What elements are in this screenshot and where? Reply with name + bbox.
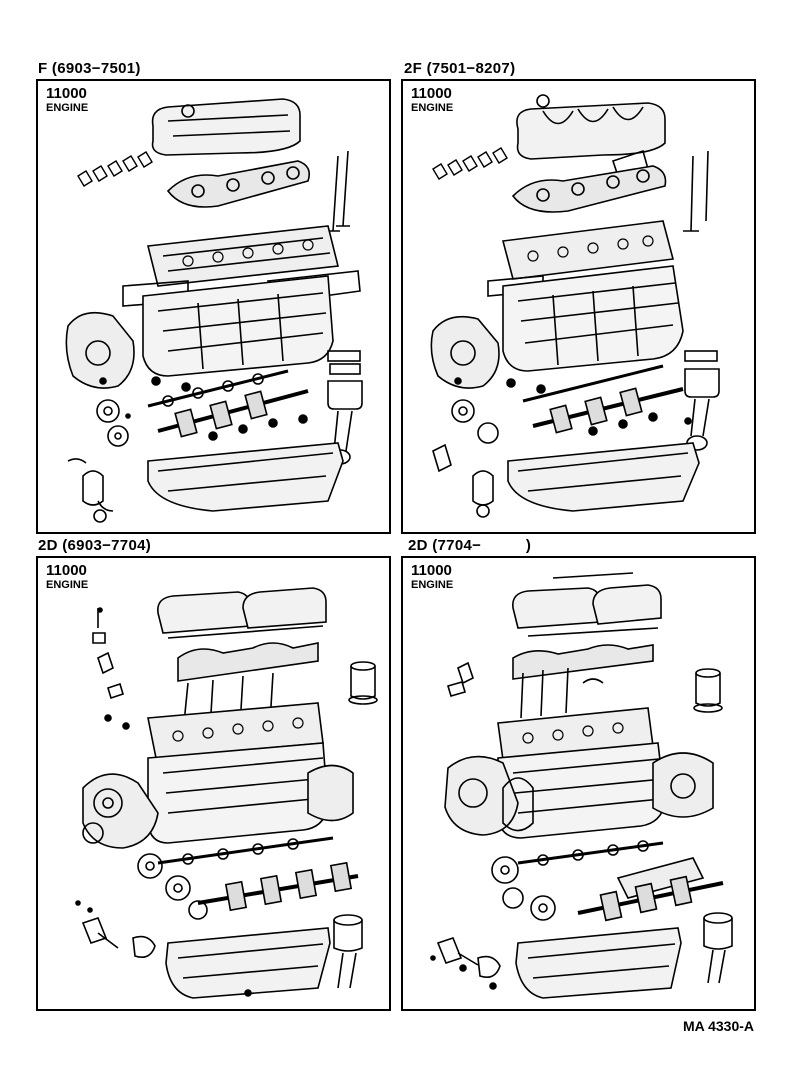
panel-heading-2d-early: 2D (6903−7704) <box>38 537 152 554</box>
part-label: ENGINE <box>46 579 89 591</box>
engine-diagram-panel-f: 11000 ENGINE <box>36 79 391 534</box>
panel-heading-f: F (6903−7501) <box>38 60 141 77</box>
panel-heading-2d-late: 2D (7704− ) <box>408 537 532 554</box>
diagram-reference-code: MA 4330-A <box>682 1018 754 1034</box>
part-label: ENGINE <box>46 102 89 114</box>
part-label: ENGINE <box>411 102 454 114</box>
part-number: 11000 <box>411 562 452 579</box>
part-label: ENGINE <box>411 579 454 591</box>
exploded-engine-drawing <box>75 587 378 999</box>
exploded-engine-drawing <box>65 98 363 523</box>
part-number: 11000 <box>46 85 87 102</box>
panel-heading-2f: 2F (7501−8207) <box>404 60 516 77</box>
part-number: 11000 <box>411 85 452 102</box>
part-number: 11000 <box>46 562 87 579</box>
exploded-engine-drawing <box>430 572 733 999</box>
engine-diagram-panel-2d-early: 11000 ENGINE <box>36 556 391 1011</box>
exploded-engine-drawing <box>430 94 720 518</box>
engine-diagram-panel-2d-late: 11000 ENGINE <box>401 556 756 1011</box>
engine-diagram-panel-2f: 11000 ENGINE <box>401 79 756 534</box>
